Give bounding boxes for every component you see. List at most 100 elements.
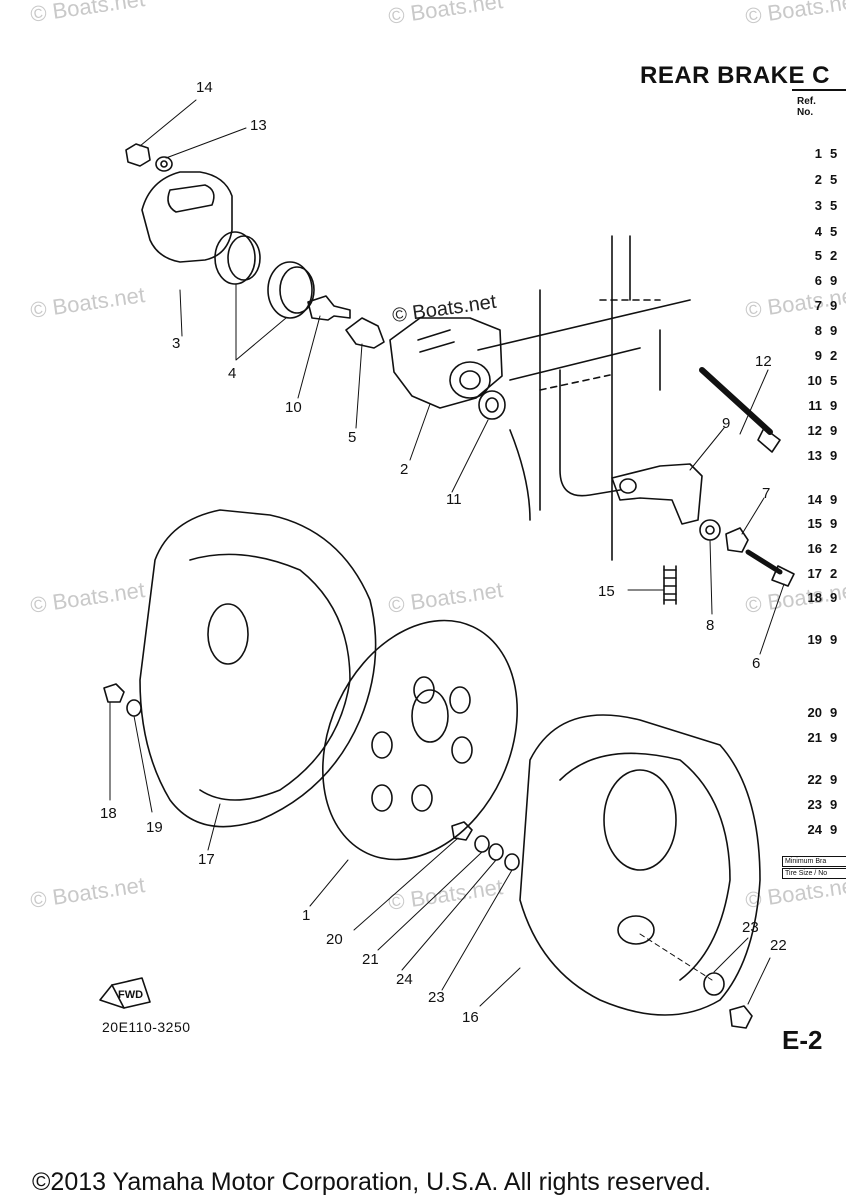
ref-row: 14 9	[800, 492, 838, 507]
callout-10: 10	[285, 399, 302, 416]
ref-row: 16 2	[800, 541, 838, 556]
callout-21: 21	[362, 951, 379, 968]
ref-number: 23	[807, 797, 822, 812]
ref-number: 1	[814, 146, 822, 161]
page-title: REAR BRAKE C	[640, 62, 831, 89]
part-number-fragment: 9	[830, 590, 838, 605]
callout-20: 20	[326, 931, 343, 948]
part-number-fragment: 9	[830, 323, 838, 338]
ref-number: 20	[807, 705, 822, 720]
callout-4: 4	[228, 365, 236, 382]
ref-number: 6	[814, 273, 822, 288]
ref-row: 22 9	[800, 772, 838, 787]
ref-row: 17 2	[800, 566, 838, 581]
ref-number: 18	[807, 590, 822, 605]
ref-row: 18 9	[800, 590, 838, 605]
ref-row: 24 9	[800, 822, 838, 837]
part-number-fragment: 9	[830, 398, 838, 413]
part-number-fragment: 9	[830, 492, 838, 507]
ref-number: 22	[807, 772, 822, 787]
ref-number: 9	[814, 348, 822, 363]
callout-2: 2	[400, 461, 408, 478]
copyright-notice: ©2013 Yamaha Motor Corporation, U.S.A. A…	[32, 1168, 711, 1196]
callout-12: 12	[755, 353, 772, 370]
part-number-fragment: 9	[830, 797, 838, 812]
ref-number: 13	[807, 448, 822, 463]
part-number-fragment: 9	[830, 632, 838, 647]
ref-row: 15 9	[800, 516, 838, 531]
callout-1: 1	[302, 907, 310, 924]
ref-row: 12 9	[800, 423, 838, 438]
ref-row: 21 9	[800, 730, 838, 745]
ref-number: 21	[807, 730, 822, 745]
callout-17: 17	[198, 851, 215, 868]
part-number-fragment: 5	[830, 146, 838, 161]
callout-3: 3	[172, 335, 180, 352]
callout-7: 7	[762, 485, 770, 502]
callout-13: 13	[250, 117, 267, 134]
ref-number: 4	[814, 224, 822, 239]
ref-number: 16	[807, 541, 822, 556]
part-number-fragment: 5	[830, 198, 838, 213]
ref-number: 11	[808, 398, 822, 413]
callout-24: 24	[396, 971, 413, 988]
callout-9: 9	[722, 415, 730, 432]
ref-no-header: Ref. No.	[797, 96, 816, 118]
ref-number: 19	[807, 632, 822, 647]
callout-11: 11	[446, 491, 462, 508]
part-number-fragment: 9	[830, 273, 838, 288]
part-number-fragment: 9	[830, 730, 838, 745]
callout-8: 8	[706, 617, 714, 634]
part-number-fragment: 9	[830, 822, 838, 837]
minimum-brake-note: Minimum Bra	[782, 856, 846, 867]
part-number-fragment: 9	[830, 298, 838, 313]
ref-row: 11 9	[800, 398, 837, 413]
callout-14: 14	[196, 79, 213, 96]
page-id: E-2	[782, 1025, 823, 1055]
ref-number: 12	[807, 423, 822, 438]
ref-number: 3	[814, 198, 822, 213]
callout-16: 16	[462, 1009, 479, 1026]
ref-number: 17	[807, 566, 822, 581]
part-number-fragment: 9	[830, 705, 838, 720]
tire-size-note: Tire Size / No	[782, 868, 846, 879]
part-number-fragment: 2	[830, 566, 838, 581]
ref-row: 23 9	[800, 797, 838, 812]
ref-number: 7	[814, 298, 822, 313]
ref-number: 15	[807, 516, 822, 531]
callout-6: 6	[752, 655, 760, 672]
ref-row: 13 9	[800, 448, 838, 463]
part-number-fragment: 5	[830, 172, 838, 187]
callout-23b: 23	[742, 919, 759, 936]
part-number-fragment: 5	[830, 224, 838, 239]
fwd-label: FWD	[118, 989, 143, 1001]
ref-number: 14	[807, 492, 822, 507]
ref-number: 5	[814, 248, 822, 263]
part-number-fragment: 2	[830, 348, 838, 363]
ref-number: 24	[807, 822, 822, 837]
part-number-fragment: 9	[830, 423, 838, 438]
callout-15: 15	[598, 583, 615, 600]
part-number-fragment: 9	[830, 448, 838, 463]
title-underline	[792, 89, 846, 91]
part-number-fragment: 9	[830, 772, 838, 787]
drawing-code: 20E110-3250	[102, 1019, 191, 1035]
part-number-fragment: 2	[830, 248, 838, 263]
callout-5: 5	[348, 429, 356, 446]
callout-23: 23	[428, 989, 445, 1006]
ref-number: 10	[807, 373, 822, 388]
ref-number: 2	[814, 172, 822, 187]
part-number-fragment: 2	[830, 541, 838, 556]
callout-19: 19	[146, 819, 163, 836]
part-number-fragment: 9	[830, 516, 838, 531]
